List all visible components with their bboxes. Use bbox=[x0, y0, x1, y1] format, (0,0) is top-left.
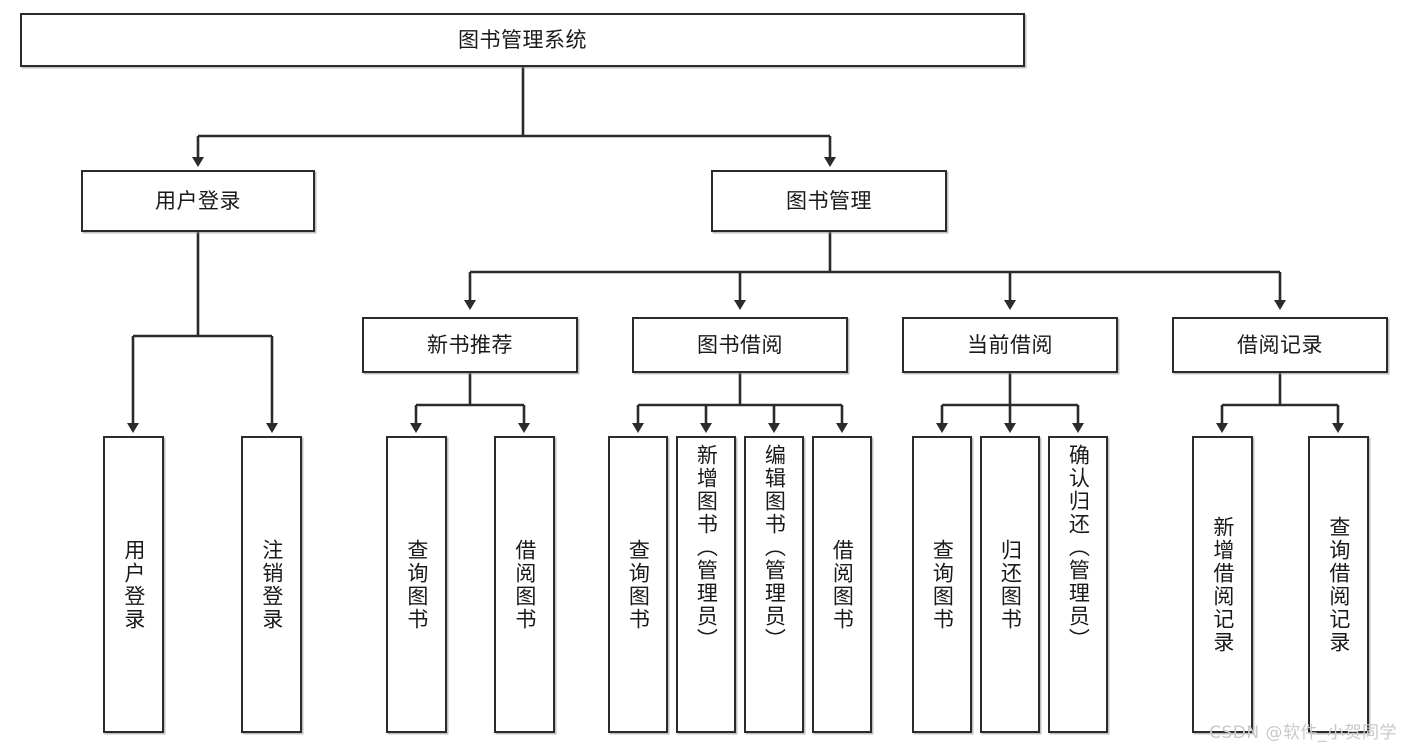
node-new-book-recommend[interactable]: 新书推荐 bbox=[362, 317, 578, 373]
node-book-management[interactable]: 图书管理 bbox=[711, 170, 947, 232]
node-label: 归还图书 bbox=[998, 538, 1023, 631]
node-label: 确认归还（管理员） bbox=[1066, 444, 1091, 651]
node-leaf-query-book-current[interactable]: 查询图书 bbox=[912, 436, 972, 733]
node-leaf-return-book[interactable]: 归还图书 bbox=[980, 436, 1040, 733]
node-label: 查询图书 bbox=[930, 538, 955, 631]
node-label: 新书推荐 bbox=[427, 332, 513, 357]
node-label: 借阅图书 bbox=[512, 538, 537, 631]
node-book-borrow[interactable]: 图书借阅 bbox=[632, 317, 848, 373]
node-label: 图书管理 bbox=[786, 188, 872, 213]
node-label: 当前借阅 bbox=[967, 332, 1053, 357]
node-label: 查询借阅记录 bbox=[1326, 515, 1351, 654]
node-label: 查询图书 bbox=[626, 538, 651, 631]
node-label: 图书管理系统 bbox=[458, 27, 587, 52]
node-leaf-query-book-borrow[interactable]: 查询图书 bbox=[608, 436, 668, 733]
node-label: 注销登录 bbox=[259, 538, 284, 631]
node-current-borrow[interactable]: 当前借阅 bbox=[902, 317, 1118, 373]
node-label: 图书借阅 bbox=[697, 332, 783, 357]
node-leaf-add-book-admin[interactable]: 新增图书（管理员） bbox=[676, 436, 736, 733]
node-label: 查询图书 bbox=[404, 538, 429, 631]
node-leaf-borrow-book[interactable]: 借阅图书 bbox=[812, 436, 872, 733]
node-leaf-add-borrow-record[interactable]: 新增借阅记录 bbox=[1192, 436, 1253, 733]
node-label: 新增借阅记录 bbox=[1210, 515, 1235, 654]
node-leaf-logout[interactable]: 注销登录 bbox=[241, 436, 302, 733]
node-leaf-edit-book-admin[interactable]: 编辑图书（管理员） bbox=[744, 436, 804, 733]
node-borrow-record[interactable]: 借阅记录 bbox=[1172, 317, 1388, 373]
node-label: 用户登录 bbox=[155, 188, 241, 213]
node-leaf-borrow-book-recommend[interactable]: 借阅图书 bbox=[494, 436, 555, 733]
node-label: 用户登录 bbox=[121, 538, 146, 631]
node-leaf-user-login[interactable]: 用户登录 bbox=[103, 436, 164, 733]
node-label: 编辑图书（管理员） bbox=[762, 444, 787, 651]
node-leaf-query-book-recommend[interactable]: 查询图书 bbox=[386, 436, 447, 733]
node-user-login[interactable]: 用户登录 bbox=[81, 170, 315, 232]
node-label: 新增图书（管理员） bbox=[694, 444, 719, 651]
node-leaf-confirm-return-admin[interactable]: 确认归还（管理员） bbox=[1048, 436, 1108, 733]
node-label: 借阅图书 bbox=[830, 538, 855, 631]
watermark-text: CSDN @软件_小贺同学 bbox=[1209, 723, 1397, 743]
node-leaf-query-borrow-record[interactable]: 查询借阅记录 bbox=[1308, 436, 1369, 733]
node-label: 借阅记录 bbox=[1237, 332, 1323, 357]
node-root-book-management-system[interactable]: 图书管理系统 bbox=[20, 13, 1025, 67]
